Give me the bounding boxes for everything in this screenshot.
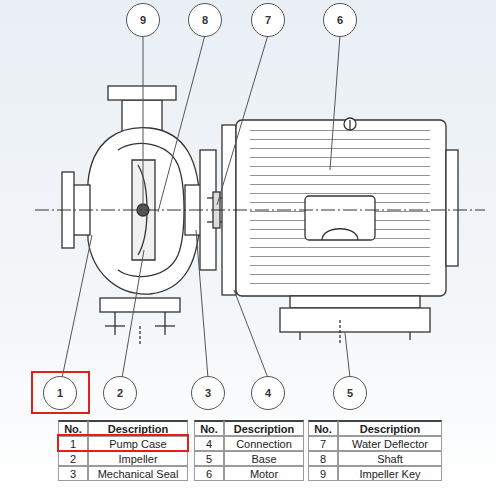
table-cell: Connection	[224, 436, 304, 451]
table-cell: No.	[308, 420, 338, 436]
part-number: 4	[206, 438, 212, 450]
table-cell: Impeller	[88, 451, 188, 466]
table-header: No.	[64, 423, 82, 435]
table-cell: 4	[194, 436, 224, 451]
callout-number: 2	[117, 387, 123, 399]
part-name: Impeller	[118, 453, 157, 465]
table-cell: 7	[308, 436, 338, 451]
callout-circle: 9	[126, 3, 160, 37]
table-cell: Description	[88, 420, 188, 436]
callout-number: 7	[265, 14, 271, 26]
table-cell: No.	[58, 420, 88, 436]
table-cell: Base	[224, 451, 304, 466]
table-cell: Pump Case	[88, 436, 188, 451]
part-name: Water Deflector	[352, 438, 428, 450]
callout-circle: 5	[333, 376, 367, 410]
part-number: 9	[320, 468, 326, 480]
table-cell: 2	[58, 451, 88, 466]
part-name: Pump Case	[109, 438, 166, 450]
part-number: 7	[320, 438, 326, 450]
table-cell: Motor	[224, 466, 304, 481]
part-name: Mechanical Seal	[98, 468, 179, 480]
callout-number: 9	[140, 14, 146, 26]
callout-circle: 3	[191, 376, 225, 410]
table-cell: 9	[308, 466, 338, 481]
part-name: Shaft	[377, 453, 403, 465]
table-cell: 6	[194, 466, 224, 481]
table-cell: 8	[308, 451, 338, 466]
table-cell: No.	[194, 420, 224, 436]
callout-circle: 6	[323, 3, 357, 37]
part-number: 2	[70, 453, 76, 465]
callout-number: 3	[205, 387, 211, 399]
table-cell: Water Deflector	[338, 436, 442, 451]
callout-circle: 4	[251, 376, 285, 410]
callout-circle: 2	[103, 376, 137, 410]
callout-circle: 8	[188, 3, 222, 37]
table-cell: Description	[224, 420, 304, 436]
part-name: Base	[251, 453, 276, 465]
table-cell: Mechanical Seal	[88, 466, 188, 481]
callout-number: 8	[202, 14, 208, 26]
table-header: Description	[108, 423, 169, 435]
table-cell: 5	[194, 451, 224, 466]
table-cell: 3	[58, 466, 88, 481]
part-name: Motor	[250, 468, 278, 480]
highlight-row	[58, 435, 188, 451]
table-header: Description	[360, 423, 421, 435]
table-cell: 1	[58, 436, 88, 451]
table-cell: Shaft	[338, 451, 442, 466]
table-header: Description	[234, 423, 295, 435]
callout-number: 1	[57, 387, 63, 399]
part-number: 6	[206, 468, 212, 480]
table-cell: Impeller Key	[338, 466, 442, 481]
callout-number: 5	[347, 387, 353, 399]
table-header: No.	[314, 423, 332, 435]
table-cell: Description	[338, 420, 442, 436]
part-number: 5	[206, 453, 212, 465]
highlight-box	[32, 372, 89, 413]
part-name: Connection	[236, 438, 292, 450]
callout-circle: 1	[43, 376, 77, 410]
table-header: No.	[200, 423, 218, 435]
part-number: 3	[70, 468, 76, 480]
callout-circle: 7	[251, 3, 285, 37]
part-name: Impeller Key	[359, 468, 420, 480]
part-number: 8	[320, 453, 326, 465]
callout-number: 4	[265, 387, 271, 399]
callout-number: 6	[337, 14, 343, 26]
part-number: 1	[70, 438, 76, 450]
